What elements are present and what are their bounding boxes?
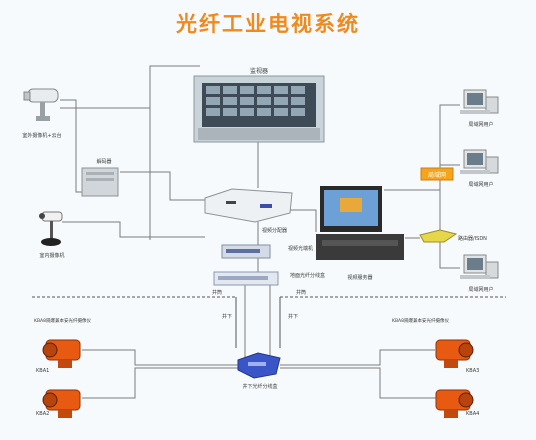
camera-kba4-label: KBA4 [466,411,479,417]
indoor-camera-label: 室内摄像机 [39,252,64,259]
lan-user-3-label: 局域网用户 [468,286,493,293]
camera-kba3-icon [435,339,474,368]
line-shaft-left-fiber [244,285,262,361]
explosion-camera-right-label: KBA8隔爆兼本安光纤摄像仪 [392,317,449,324]
line-kba3-splitter [280,349,435,366]
downhole-left-label: 井下 [222,313,232,320]
explosion-camera-left-label: KBA8隔爆兼本安光纤摄像仪 [34,317,91,324]
video-switch-label: 视频分配器 [262,227,287,234]
ground-surface [32,296,506,348]
line-indoor-camera-switch [62,221,205,238]
router-label: 路由器/ISDN [458,235,487,242]
lan-user-1-label: 局域网用户 [468,121,493,128]
line-kba2-splitter [82,367,238,399]
shaft-right-label: 井筒 [296,289,306,296]
line-decoder-switch [120,171,205,201]
diagram-title: 光纤工业电视系统 [176,11,360,36]
camera-kba2-label: KBA2 [36,411,49,417]
lan-badge: 局域网 [420,167,454,181]
line-kba1-splitter [82,349,238,366]
camera-kba1-icon [42,339,81,368]
decoder-icon [81,167,119,197]
video-switch-icon [204,188,293,223]
lan-user-2-icon [460,149,499,174]
surface-splitter-icon [213,271,279,286]
lan-badge-label: 局域网 [428,171,446,179]
downhole-splitter-label: 井下光纤分线盒 [242,383,277,390]
line-shaft-right-fiber [262,285,271,361]
video-transceiver-icon [221,244,271,259]
workstation-icon [316,186,404,260]
outdoor-camera-icon [23,88,59,121]
camera-kba3-label: KBA3 [466,368,479,374]
video-transceiver-label: 视频光端机 [288,245,313,252]
line-switch-workstation [290,209,317,232]
lan-user-2-label: 局域网用户 [468,181,493,188]
line-top-backbone [60,65,200,109]
monitor-wall-label: 监视器 [250,67,268,75]
camera-kba4-icon [435,389,474,418]
camera-kba1-label: KBA1 [36,368,49,374]
monitor-wall: 监视器 [193,67,325,143]
downhole-right-label: 井下 [288,313,298,320]
line-kba4-splitter [280,367,438,399]
router-icon [419,229,458,243]
indoor-camera-icon [39,211,63,246]
camera-kba2-icon [42,389,81,418]
line-outdoor-camera-decoder [60,99,82,193]
line-lan-user-1 [384,104,460,191]
lan-user-1-icon [460,89,499,114]
line-lan-user-3 [439,165,460,269]
lan-user-3-icon [460,254,499,279]
shaft-left-label: 井筒 [212,289,222,296]
downhole-splitter-icon [237,352,281,379]
decoder-label: 解码器 [96,158,111,165]
outdoor-camera-label: 室外摄像机+云台 [22,132,61,139]
workstation-label: 视频服务器 [347,274,372,281]
surface-splitter-label: 地面光纤分线盒 [290,272,325,279]
